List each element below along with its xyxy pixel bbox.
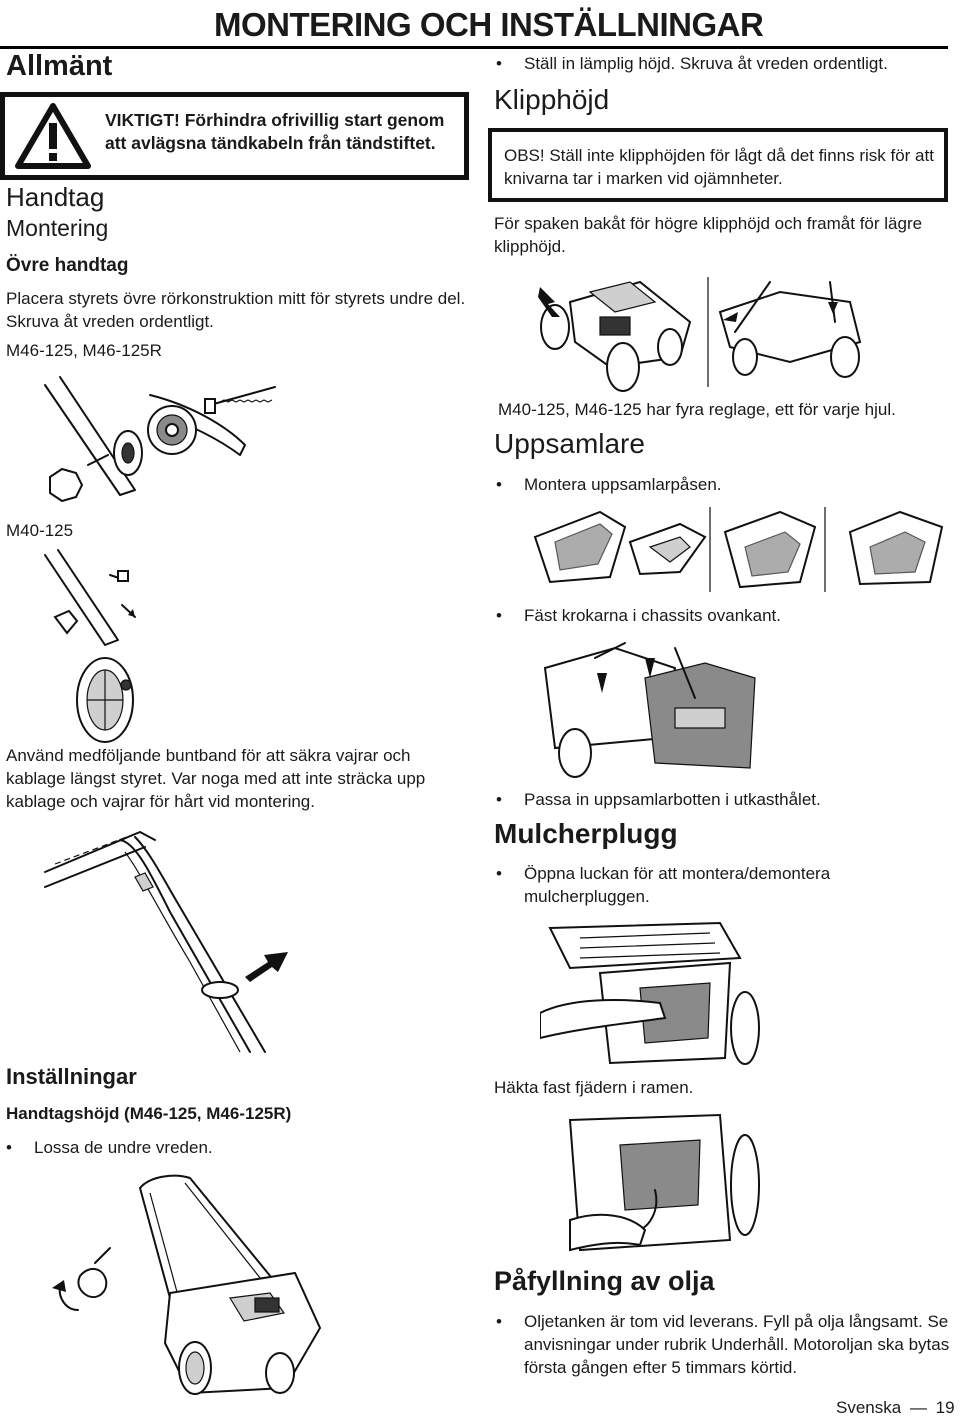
warning-text: VIKTIGT! Förhindra ofrivillig start geno… [105,110,445,153]
bullet-oppna: Öppna luckan för att montera/demontera m… [496,862,954,908]
handle-knob-figure [44,376,276,503]
grass-bag-figure [533,507,944,592]
heading-pafyllning-olja: Påfyllning av olja [494,1266,715,1296]
cable-tie-figure [44,831,288,1053]
footer-language: Svenska [836,1398,902,1417]
mower-handle-knob-figure [52,1174,322,1395]
cutting-height-figure [538,277,862,392]
cable-text: Använd medföljande buntband för att säkr… [6,746,426,811]
bullet-passa: Passa in uppsamlarbotten i utkasthålet. [496,788,821,811]
header-rule [0,46,948,49]
heading-ovre-handtag: Övre handtag [6,255,129,276]
heading-mulcherplugg: Mulcherplugg [494,818,678,849]
heading-montering: Montering [6,215,109,241]
ovre-text: Placera styrets övre rörkonstruktion mit… [6,289,466,331]
warning-triangle-icon [15,103,91,169]
bullet-montera: Montera uppsamlarpåsen. [496,473,722,496]
page-footer: Svenska — 19 [836,1398,955,1418]
model-label-m46: M46-125, M46-125R [6,341,162,360]
bullet-lossa: Lossa de undre vreden. [6,1136,213,1159]
heading-installningar: Inställningar [6,1064,137,1089]
heading-uppsamlare: Uppsamlare [494,428,645,459]
spring-hook-figure [568,1113,760,1252]
mulching-plug-figure [540,921,760,1065]
warning-box: VIKTIGT! Förhindra ofrivillig start geno… [0,92,469,180]
heading-klipphojd: Klipphöjd [494,84,610,115]
footer-dash: — [909,1398,927,1417]
obs-text: OBS! Ställ inte klipphöjden för lågt då … [504,146,934,188]
model-label-m40: M40-125 [6,521,74,540]
hakta-text: Häkta fast fjädern i ramen. [494,1078,694,1097]
spaken-text: För spaken bakåt för högre klipphöjd och… [494,214,923,256]
obs-box: OBS! Ställ inte klipphöjden för lågt då … [488,128,948,202]
m40-handle-figure [44,549,136,743]
hooks-chassis-figure [543,642,756,778]
heading-allmant: Allmänt [6,50,113,82]
page-number: 19 [935,1398,955,1417]
heading-handtagshojd: Handtagshöjd (M46-125, M46-125R) [6,1104,292,1123]
bullet-olja: Oljetanken är tom vid leverans. Fyll på … [496,1310,960,1379]
reglage-text: M40-125, M46-125 har fyra reglage, ett f… [498,400,896,419]
heading-handtag: Handtag [6,182,105,212]
bullet-fast: Fäst krokarna i chassits ovankant. [496,604,781,627]
bullet-stall: Ställ in lämplig höjd. Skruva åt vreden … [496,52,888,75]
page-header-title: MONTERING OCH INSTÄLLNINGAR [214,6,764,43]
